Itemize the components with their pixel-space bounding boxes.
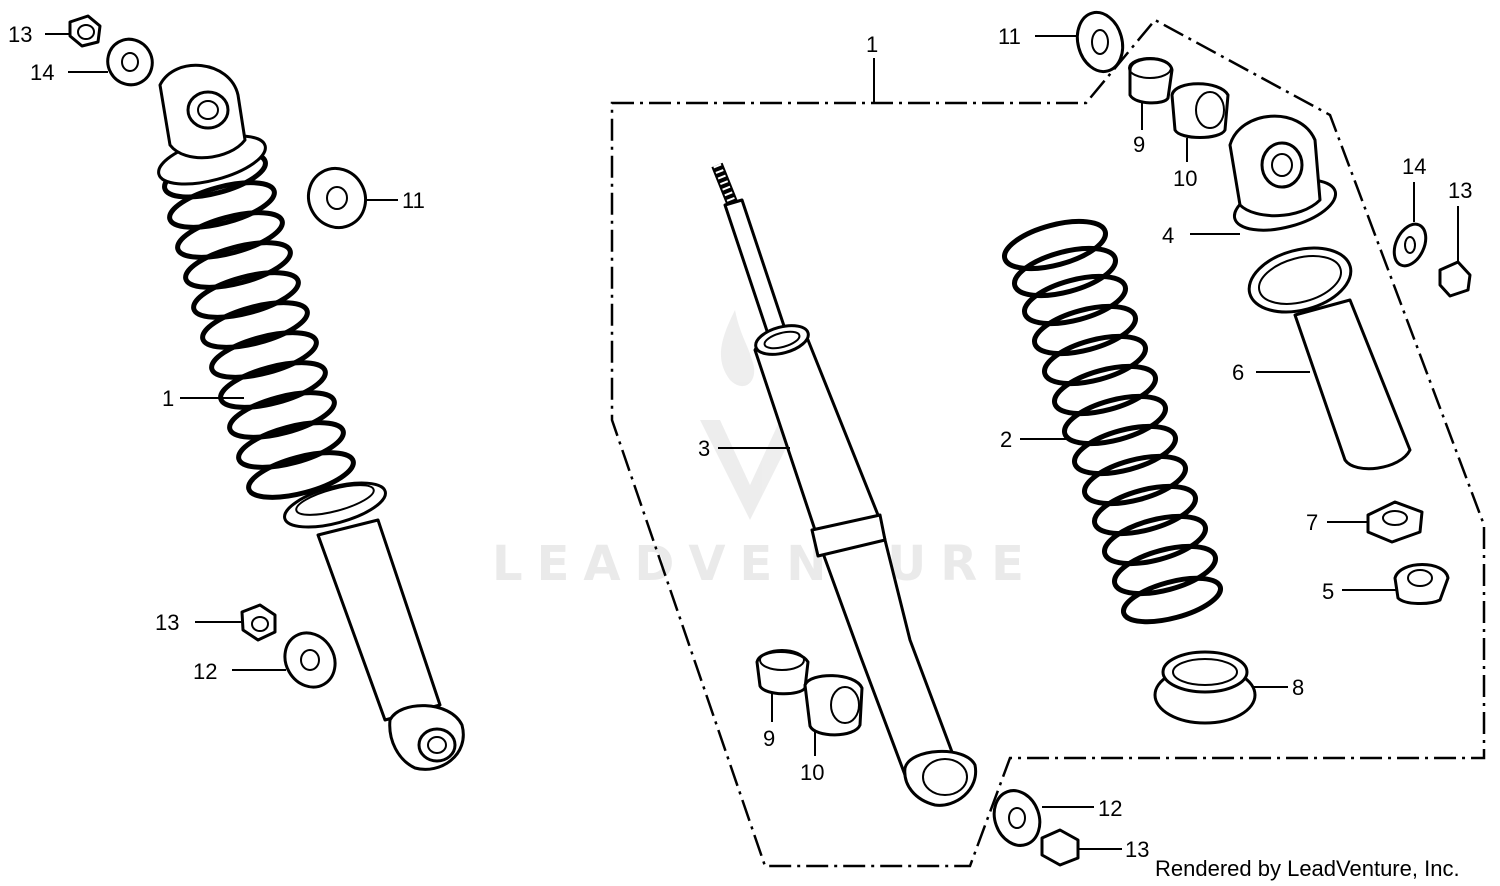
upper-mount-eye xyxy=(1228,114,1338,232)
cap-nut-13-right xyxy=(1438,260,1472,298)
assembled-shock-absorber xyxy=(157,63,465,771)
coil-spring xyxy=(1002,218,1224,625)
callout-13-exploded-right: 13 xyxy=(1448,178,1472,203)
callout-9-bottom: 9 xyxy=(763,726,775,751)
left-callouts: 13 14 11 1 13 12 xyxy=(8,22,425,684)
callout-5: 5 xyxy=(1322,579,1334,604)
callout-7: 7 xyxy=(1306,510,1318,535)
spring-guide-tube xyxy=(1247,246,1412,471)
exploded-callouts: 1 11 9 10 14 13 4 6 3 2 7 5 8 9 10 12 13 xyxy=(698,24,1472,862)
callout-9-top: 9 xyxy=(1133,132,1145,157)
nut-7 xyxy=(1366,500,1424,544)
callout-13-left-top: 13 xyxy=(8,22,32,47)
callout-13-left-bottom: 13 xyxy=(155,610,179,635)
collar-10-bottom xyxy=(803,674,864,737)
callout-12-left: 12 xyxy=(193,659,217,684)
damper-rod-assembly xyxy=(711,162,978,807)
left-bottom-washer xyxy=(283,631,337,689)
callout-6: 6 xyxy=(1232,360,1244,385)
callout-1-left: 1 xyxy=(162,386,174,411)
washer-12-bottom xyxy=(992,789,1042,847)
callout-2: 2 xyxy=(1000,427,1012,452)
cap-nut-13-bottom xyxy=(1040,828,1080,867)
bushing-9-bottom xyxy=(755,649,810,696)
collar-10-top xyxy=(1170,82,1230,139)
callout-10-bottom: 10 xyxy=(800,760,824,785)
watermark-text: LEADVENTURE xyxy=(492,536,1038,592)
left-top-washer xyxy=(106,37,154,87)
callout-13-exploded-bottom: 13 xyxy=(1125,837,1149,862)
callout-4: 4 xyxy=(1162,223,1174,248)
assembly-boundary xyxy=(610,18,1486,868)
washer-14-right xyxy=(1392,222,1428,268)
washer-11-top xyxy=(1075,10,1125,74)
callout-14-left-top: 14 xyxy=(30,60,54,85)
callout-8: 8 xyxy=(1292,675,1304,700)
left-bottom-nut xyxy=(240,603,277,642)
callout-11-left: 11 xyxy=(402,188,425,213)
callout-12-exploded: 12 xyxy=(1098,796,1122,821)
leadventure-watermark: LEADVENTURE xyxy=(492,310,1038,592)
bushing-9-top xyxy=(1128,57,1174,105)
spring-seat-8 xyxy=(1153,650,1257,725)
left-bushing-washer-11 xyxy=(306,166,368,230)
callout-1-exploded: 1 xyxy=(866,32,878,57)
render-credit: Rendered by LeadVenture, Inc. xyxy=(1155,856,1460,881)
bumper-5 xyxy=(1393,563,1450,605)
callout-3: 3 xyxy=(698,436,710,461)
left-top-nut xyxy=(68,14,102,48)
callout-14-exploded: 14 xyxy=(1402,154,1426,179)
callout-10-top: 10 xyxy=(1173,166,1197,191)
callout-11-exploded: 11 xyxy=(998,24,1021,49)
